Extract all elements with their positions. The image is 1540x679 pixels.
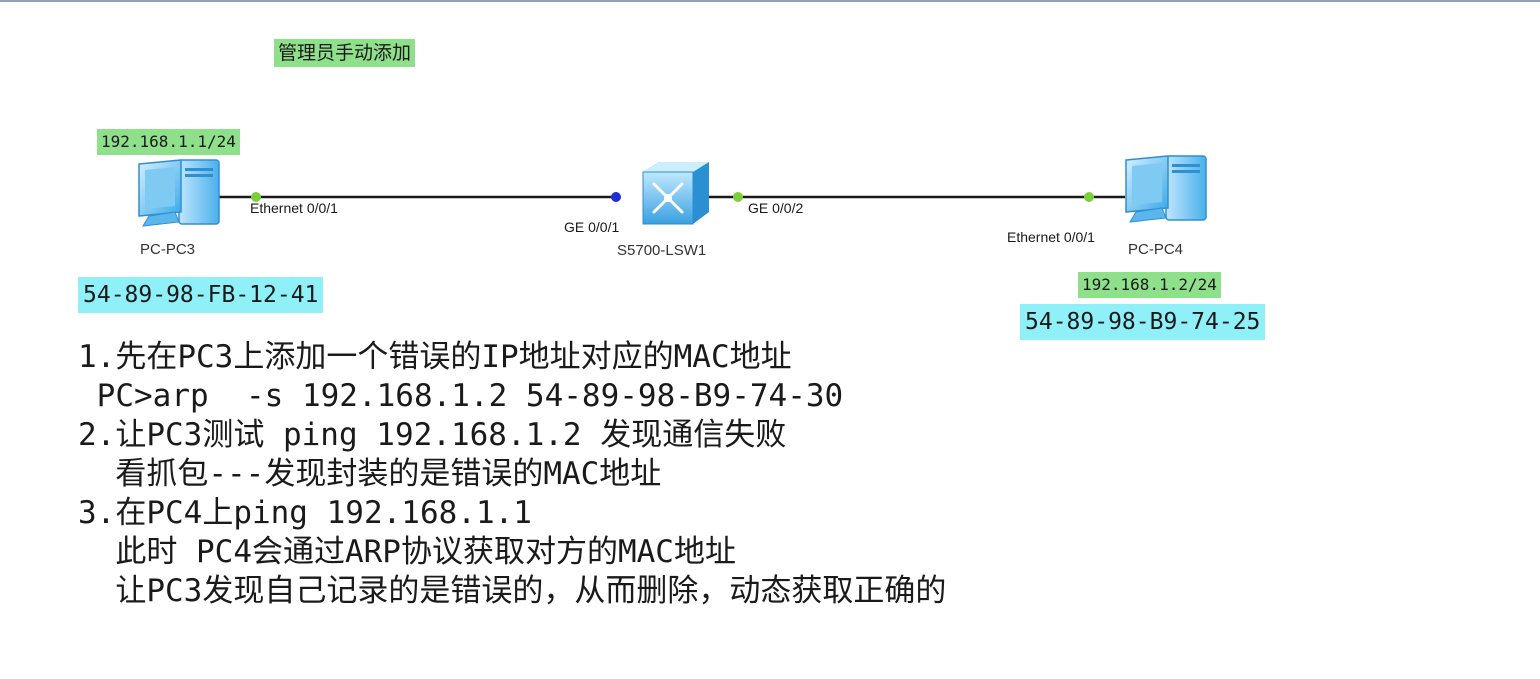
window-top-border <box>0 0 1540 2</box>
pc3-computer-icon[interactable] <box>138 159 220 227</box>
pc4-ip-label: 192.168.1.2/24 <box>1078 272 1221 298</box>
switch-port-left-label: GE 0/0/1 <box>564 219 620 235</box>
pc4-port-status-dot <box>1084 192 1094 202</box>
switch-device-name: S5700-LSW1 <box>617 242 707 259</box>
pc4-port-label: Ethernet 0/0/1 <box>1007 229 1095 245</box>
pc3-port-status-dot <box>251 192 261 202</box>
pc4-mac-label: 54-89-98-B9-74-25 <box>1020 304 1266 340</box>
switch-port1-status-dot <box>611 192 621 202</box>
pc3-mac-label: 54-89-98-FB-12-41 <box>78 277 324 313</box>
pc3-device-name: PC-PC3 <box>140 241 196 258</box>
note-line: 3.在PC4上ping 192.168.1.1 <box>78 495 532 531</box>
pc4-computer-icon[interactable] <box>1125 155 1207 223</box>
procedure-notes: 1.先在PC3上添加一个错误的IP地址对应的MAC地址 PC>arp -s 19… <box>78 338 946 611</box>
note-line: 此时 PC4会通过ARP协议获取对方的MAC地址 <box>78 534 736 570</box>
switch-port2-status-dot <box>733 192 743 202</box>
note-line: 看抓包---发现封装的是错误的MAC地址 <box>78 456 662 492</box>
manual-add-note: 管理员手动添加 <box>274 39 416 67</box>
note-line: 2.让PC3测试 ping 192.168.1.2 发现通信失败 <box>78 417 787 453</box>
network-topology <box>138 155 1207 227</box>
note-line: 1.先在PC3上添加一个错误的IP地址对应的MAC地址 <box>78 339 792 375</box>
pc3-port-label: Ethernet 0/0/1 <box>250 200 338 216</box>
switch-icon[interactable] <box>642 162 709 225</box>
note-line: PC>arp -s 192.168.1.2 54-89-98-B9-74-30 <box>78 378 844 414</box>
note-line: 让PC3发现自己记录的是错误的，从而删除，动态获取正确的 <box>78 573 947 609</box>
switch-port-right-label: GE 0/0/2 <box>748 200 804 216</box>
pc4-device-name: PC-PC4 <box>1128 241 1184 258</box>
pc3-ip-label: 192.168.1.1/24 <box>97 129 240 155</box>
